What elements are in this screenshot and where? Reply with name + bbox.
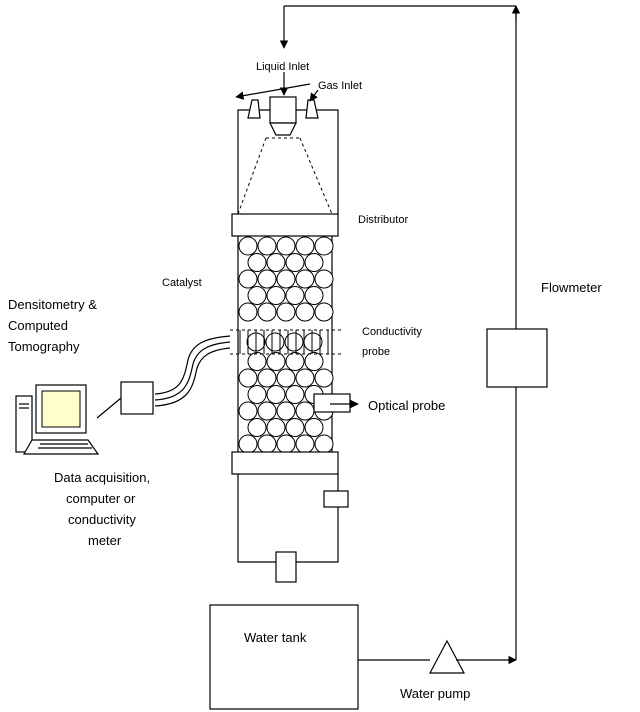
densitometry-label-2: Computed	[8, 318, 68, 333]
catalyst-sphere	[257, 269, 277, 289]
triangle-pump-icon	[429, 639, 465, 674]
catalyst-sphere	[257, 236, 277, 256]
conductivity-probe	[230, 329, 342, 355]
catalyst-sphere	[276, 269, 296, 289]
catalyst-sphere	[285, 286, 305, 305]
liquid-inlet-head	[269, 96, 297, 124]
bottom-support-plate	[231, 451, 339, 475]
catalyst-sphere	[238, 368, 258, 388]
catalyst-sphere	[257, 302, 277, 322]
catalyst-sphere	[238, 302, 258, 322]
catalyst-sphere	[247, 385, 267, 404]
catalyst-sphere	[238, 236, 258, 256]
data-acquisition-label-1: Data acquisition,	[54, 470, 150, 485]
catalyst-sphere	[247, 253, 267, 272]
water-pump-label: Water pump	[400, 686, 470, 701]
signal-conditioner-box	[120, 381, 154, 415]
catalyst-sphere	[303, 332, 323, 352]
catalyst-sphere	[314, 236, 334, 256]
catalyst-sphere	[314, 368, 334, 388]
catalyst-sphere	[314, 302, 334, 322]
catalyst-sphere	[266, 352, 286, 371]
catalyst-sphere	[276, 434, 296, 454]
water-tank	[209, 604, 359, 710]
catalyst-sphere	[247, 352, 267, 371]
conductivity-probe-label-1: Conductivity	[362, 326, 422, 338]
column-bottom-section	[237, 474, 349, 583]
catalyst-particles	[238, 236, 334, 454]
gas-nozzle-right	[305, 99, 319, 119]
catalyst-sphere	[285, 253, 305, 272]
catalyst-sphere	[304, 418, 324, 437]
catalyst-sphere	[295, 434, 315, 454]
catalyst-sphere	[295, 236, 315, 256]
catalyst-sphere	[247, 418, 267, 437]
catalyst-sphere	[276, 401, 296, 421]
catalyst-sphere	[238, 269, 258, 289]
densitometry-label-1: Densitometry &	[8, 297, 97, 312]
catalyst-sphere	[247, 286, 267, 305]
flowmeter-box-icon	[486, 328, 548, 388]
spray-nozzle	[269, 122, 297, 136]
catalyst-sphere	[257, 434, 277, 454]
distributor-plate	[231, 213, 339, 237]
catalyst-sphere	[276, 302, 296, 322]
computer-icon	[15, 384, 100, 455]
liquid-inlet-label: Liquid Inlet	[256, 61, 309, 73]
catalyst-sphere	[314, 434, 334, 454]
catalyst-sphere	[265, 332, 285, 352]
catalyst-sphere	[238, 401, 258, 421]
catalyst-sphere	[304, 253, 324, 272]
flowmeter-label: Flowmeter	[541, 280, 602, 295]
optical-probe-box	[313, 393, 351, 413]
catalyst-sphere	[285, 385, 305, 404]
outlet-valve	[323, 490, 349, 508]
conductivity-probe-label-2: probe	[362, 346, 390, 358]
catalyst-sphere	[314, 269, 334, 289]
distributor-label: Distributor	[358, 214, 408, 226]
catalyst-sphere	[295, 368, 315, 388]
densitometry-label-3: Tomography	[8, 339, 80, 354]
catalyst-sphere	[257, 401, 277, 421]
gas-nozzle-left	[247, 99, 261, 119]
data-acquisition-label-3: conductivity	[68, 512, 136, 527]
catalyst-sphere	[238, 434, 258, 454]
catalyst-sphere	[295, 302, 315, 322]
gas-inlet-label: Gas Inlet	[318, 80, 362, 92]
data-acquisition-label-2: computer or	[66, 491, 136, 506]
catalyst-sphere	[257, 368, 277, 388]
water-tank-label: Water tank	[244, 630, 307, 645]
catalyst-sphere	[295, 269, 315, 289]
catalyst-sphere	[276, 236, 296, 256]
optical-probe-label: Optical probe	[368, 398, 445, 413]
catalyst-sphere	[284, 332, 304, 352]
catalyst-sphere	[266, 286, 286, 305]
catalyst-sphere	[276, 368, 296, 388]
catalyst-sphere	[304, 286, 324, 305]
column-top-section	[235, 72, 339, 215]
catalyst-label: Catalyst	[162, 277, 202, 289]
catalyst-sphere	[266, 418, 286, 437]
catalyst-sphere	[266, 253, 286, 272]
data-acquisition-label-4: meter	[88, 533, 122, 548]
catalyst-sphere	[304, 352, 324, 371]
catalyst-sphere	[285, 352, 305, 371]
signal-cable	[96, 335, 231, 419]
catalyst-sphere	[285, 418, 305, 437]
catalyst-sphere	[266, 385, 286, 404]
drain-outlet	[275, 551, 297, 583]
catalyst-sphere	[295, 401, 315, 421]
